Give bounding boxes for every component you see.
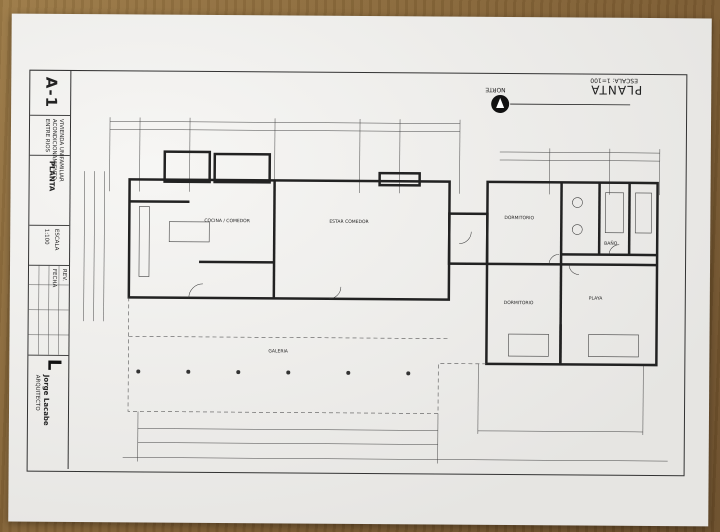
room-label-bedroom-2: DORMITORIO [504, 300, 534, 306]
gallery-columns [136, 369, 411, 376]
plan-title: PLANTA [590, 82, 643, 97]
fixtures [138, 192, 652, 358]
title-block: A-1 VIVIENDA UNIFAMILIAR ACONDICIONAMIEN… [27, 70, 72, 469]
walls [127, 150, 659, 367]
dimension-lines-top [109, 117, 661, 196]
plan-scale: ESCALA: 1=100 [590, 76, 638, 84]
north-label: NORTE [485, 85, 506, 94]
dimension-lines-bottom [122, 363, 668, 464]
north-arrow-icon [491, 94, 631, 113]
blueprint-sheet: A-1 VIVIENDA UNIFAMILIAR ACONDICIONAMIEN… [8, 13, 712, 527]
room-label-bedroom-3: PLAYA [589, 296, 603, 302]
room-label-living: ESTAR COMEDOR [329, 219, 368, 225]
room-label-bath: BAÑO [604, 240, 618, 247]
room-label-kitchen: COCINA / COMEDOR [204, 218, 250, 224]
room-label-bedroom-1: DORMITORIO [504, 215, 534, 221]
drawing-frame: A-1 VIVIENDA UNIFAMILIAR ACONDICIONAMIEN… [26, 69, 688, 477]
gallery-outline [127, 297, 487, 414]
room-label-gallery: GALERIA [268, 348, 288, 354]
revision-table-lines [28, 264, 69, 355]
revision-table-cell: REV. FECHA [28, 264, 70, 356]
floor-plan: COCINA / COMEDOR ESTAR COMEDOR GALERIA D… [83, 94, 668, 464]
door-swings [188, 231, 620, 300]
dimension-lines-left [83, 171, 105, 322]
